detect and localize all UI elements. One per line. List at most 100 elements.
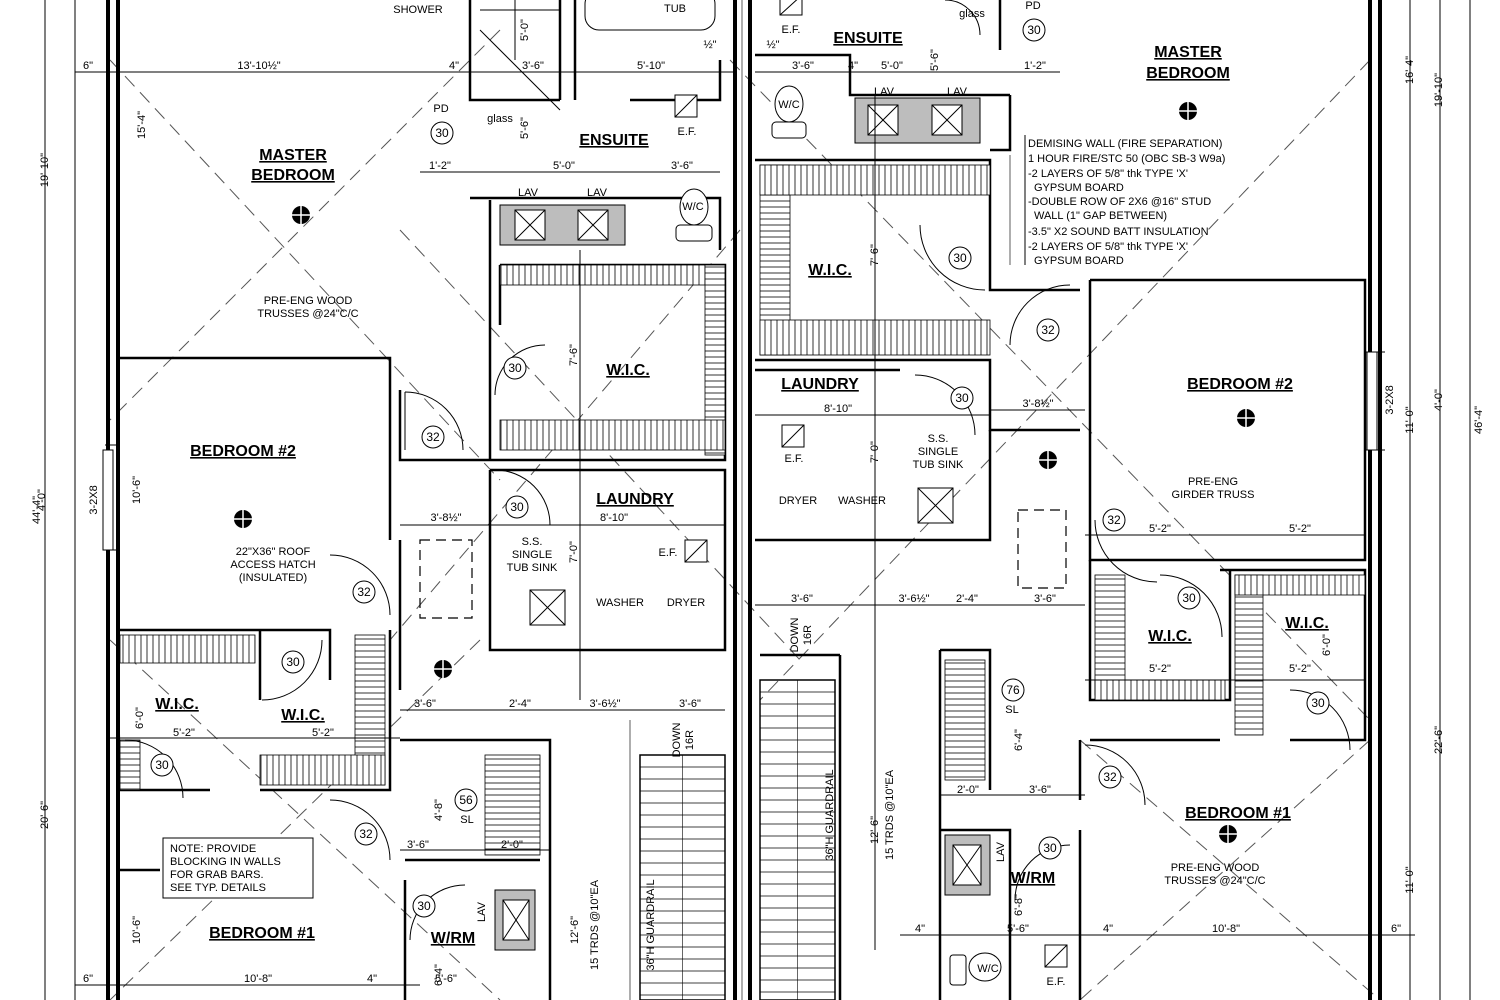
dw-line-8: -2 LAYERS OF 5/8" thk TYPE 'X'	[1028, 241, 1188, 253]
dimension-text: 5'-2"	[1289, 523, 1311, 535]
door-tag-number: 30	[155, 758, 169, 772]
dimension-text: 7'-0"	[568, 541, 580, 563]
dimension-text: 2'-0"	[957, 784, 979, 796]
dimension-text: 7'-0"	[869, 441, 881, 463]
dimension-text: 5'-0"	[553, 160, 575, 172]
door-tag: 30	[412, 894, 436, 918]
label-lav-3: LAV	[874, 86, 895, 98]
door-tag: 30	[503, 356, 527, 380]
label-ss3-right: TUB SINK	[913, 459, 964, 471]
label-master-left-2: BEDROOM	[251, 167, 335, 184]
dimension-text: 22'-6"	[1433, 726, 1445, 754]
ceiling-light-icon	[1219, 825, 1237, 843]
label-sl-1: SL	[460, 814, 473, 826]
door-tag-number: 30	[510, 500, 524, 514]
door-tag: 32	[354, 822, 378, 846]
door-tag-number: 32	[1103, 770, 1117, 784]
dimension-text: 4"	[449, 60, 459, 72]
dimension-text: 5'-0"	[519, 19, 531, 41]
dimension-text: 10'-6"	[131, 916, 143, 944]
door-tag-number: 32	[426, 430, 440, 444]
dimension-text: 1'-2"	[429, 160, 451, 172]
label-lav-wrm-left: LAV	[476, 901, 488, 922]
dimension-text: 4'-0"	[1433, 389, 1445, 411]
door-tag-number: 32	[1107, 513, 1121, 527]
label-bedroom2-left: BEDROOM #2	[190, 443, 296, 460]
label-ensuite-left: ENSUITE	[579, 132, 649, 149]
dimension-text: 4"	[367, 973, 377, 985]
dimension-text: 12'-6"	[569, 916, 581, 944]
dw-line-2: 1 HOUR FIRE/STC 50 (OBC SB-3 W9a)	[1028, 153, 1225, 165]
label-ef-1: E.F.	[678, 126, 697, 138]
dimension-text: 11'-0"	[1404, 406, 1416, 433]
label-trds-right: 15 TRDS @10"EA	[884, 769, 896, 860]
label-washer-right: WASHER	[838, 495, 886, 507]
dimension-text: 3'-6"	[791, 593, 813, 605]
door-tag: 30	[281, 650, 305, 674]
dimension-lines	[44, 0, 1471, 1000]
door-tag-number: 30	[1311, 696, 1325, 710]
label-16r-left: 16R	[684, 730, 696, 750]
label-ef-5: E.F.	[782, 24, 801, 36]
dimension-text: 15'-4"	[136, 111, 148, 139]
dimension-text: 2'-4"	[956, 593, 978, 605]
label-wc-3: W/C	[977, 963, 998, 975]
dimension-text: 12'-6"	[869, 816, 881, 844]
ceiling-light-icon	[234, 510, 252, 528]
dimension-text: 3'-8½"	[1022, 398, 1053, 410]
dimension-text: 7'-6"	[869, 244, 881, 266]
stair-run-2	[759, 679, 836, 1000]
door-tag-number: 32	[359, 827, 373, 841]
dimension-text: ½"	[766, 39, 779, 51]
label-trusses-2: TRUSSES @24"C/C	[257, 308, 358, 320]
door-tag: 32	[1102, 508, 1126, 532]
label-wrm-left: W/RM	[431, 930, 475, 947]
exterior-walls	[106, 0, 1382, 1000]
label-dryer-left: DRYER	[667, 597, 705, 609]
room-labels: MASTER BEDROOM MASTER BEDROOM ENSUITE EN…	[155, 30, 1329, 947]
label-ss2-left: SINGLE	[512, 549, 552, 561]
door-tag-number: 32	[1041, 323, 1055, 337]
note-line-4: SEE TYP. DETAILS	[170, 882, 266, 894]
dw-line-7: -3.5" X2 SOUND BATT INSULATION	[1028, 226, 1209, 238]
dimension-text: 3'-8½"	[430, 512, 461, 524]
dimension-text: 5'-0"	[881, 60, 903, 72]
label-glass-1: glass	[487, 113, 513, 125]
label-wic-rr: W.I.C.	[1285, 615, 1329, 632]
dimension-text: 20'-6"	[39, 801, 51, 829]
door-tag: 56	[454, 788, 478, 812]
dimension-text: 5'-2"	[1149, 523, 1171, 535]
dimension-text: 6"	[1391, 923, 1401, 935]
dimension-text: 8'-10"	[600, 512, 628, 524]
label-trusses-4: TRUSSES @24"C/C	[1164, 875, 1265, 887]
dimension-text: 3'-6"	[1029, 784, 1051, 796]
label-ss2-right: SINGLE	[918, 446, 958, 458]
door-tag: 32	[1036, 318, 1060, 342]
label-wc-2: W/C	[778, 99, 799, 111]
note-line-3: FOR GRAB BARS.	[170, 869, 264, 881]
dimension-text: 5'-2"	[312, 727, 334, 739]
door-tag: 30	[1038, 836, 1062, 860]
label-pd-left: PD	[433, 103, 448, 115]
label-wic-rl: W.I.C.	[1148, 628, 1192, 645]
label-bedroom1-left: BEDROOM #1	[209, 925, 315, 942]
grab-bar-note: NOTE: PROVIDE BLOCKING IN WALLS FOR GRAB…	[162, 837, 314, 899]
label-wc-1: W/C	[682, 201, 703, 213]
label-wic-lr: W.I.C.	[281, 707, 325, 724]
dimension-text: 5'-6"	[929, 49, 941, 71]
label-ss3-left: TUB SINK	[507, 562, 558, 574]
dimension-text: 3'-6½"	[589, 698, 620, 710]
dimension-text: 44'-4"	[31, 496, 43, 524]
dimension-text: 16'-4"	[1404, 56, 1416, 84]
label-ef-4: E.F.	[1047, 976, 1066, 988]
door-tag: 30	[1022, 18, 1046, 42]
door-tag-number: 32	[357, 585, 371, 599]
label-wic-right: W.I.C.	[808, 262, 852, 279]
label-lintel-left: 3-2X8	[88, 485, 100, 514]
dimension-text: 3'-6"	[679, 698, 701, 710]
label-16r-right: 16R	[802, 625, 814, 645]
dw-line-1: DEMISING WALL (FIRE SEPARATION)	[1028, 138, 1222, 150]
label-ss1-right: S.S.	[928, 433, 949, 445]
note-line-1: NOTE: PROVIDE	[170, 843, 256, 855]
label-laundry-left: LAUNDRY	[596, 491, 674, 508]
